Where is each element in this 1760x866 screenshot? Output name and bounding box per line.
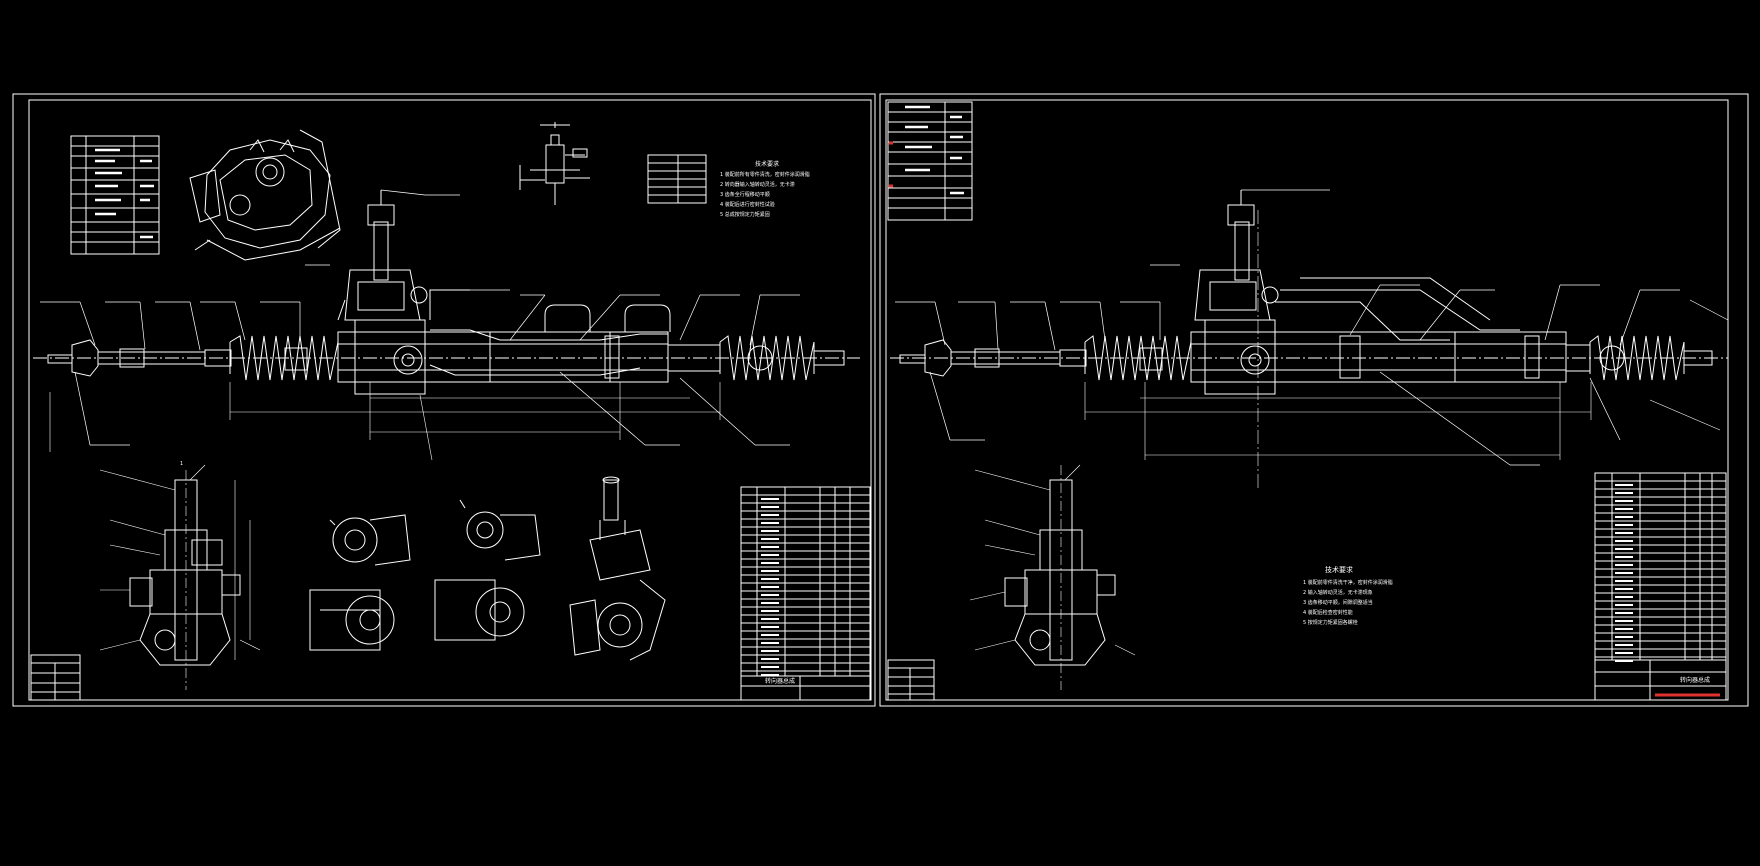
tech-notes-right: 技术要求 1 装配前零件清洗干净，密封件涂润滑脂 2 输入轴转动灵活，无卡滞现象…: [1303, 565, 1393, 626]
sheet-right-inner-border: [885, 99, 1729, 701]
tech-note-right-3: 3 齿条移动平顺，间隙调整适当: [1303, 599, 1373, 606]
steering-rack-main-view-right: [890, 189, 1729, 490]
section-view-bb: [434, 499, 541, 641]
sheet-right: 技术要求 1 装配前零件清洗干净，密封件涂润滑脂 2 输入轴转动灵活，无卡滞现象…: [879, 93, 1749, 707]
sheet-right-outer-border: [879, 93, 1749, 707]
steering-rack-main-view-left: [33, 189, 860, 461]
isometric-housing-view: [189, 129, 341, 261]
sheet-left-outer-border: [12, 93, 876, 707]
parameter-table-left: [70, 135, 160, 255]
revision-table-right: [887, 659, 935, 701]
revision-table-left: [30, 654, 81, 701]
sheet-left: 技术要求 1 装配前所有零件清洗，密封件涂润滑脂 2 转向器输入轴转动灵活，无卡…: [12, 93, 876, 707]
tech-notes-left: 技术要求 1 装配前所有零件清洗，密封件涂润滑脂 2 转向器输入轴转动灵活，无卡…: [647, 154, 810, 218]
pinion-cross-section-left: 1: [99, 461, 261, 690]
tech-note-4: 4 装配后进行密封性试验: [720, 201, 775, 208]
tech-note-right-1: 1 装配前零件清洗干净，密封件涂润滑脂: [1303, 579, 1393, 586]
callout-1-left: 1: [180, 461, 183, 467]
tech-note-3: 3 齿条全行程移动平顺: [720, 191, 770, 198]
drawing-name-left: 转向器总成: [765, 677, 795, 685]
tech-note-right-2: 2 输入轴转动灵活，无卡滞现象: [1303, 589, 1373, 596]
section-view-aa: [309, 514, 411, 651]
sheet-left-inner-border: [28, 99, 872, 701]
tech-note-1: 1 装配前所有零件清洗，密封件涂润滑脂: [720, 171, 810, 178]
tech-note-right-5: 5 按规定力矩紧固各螺栓: [1303, 619, 1358, 626]
pinion-cross-section-right: [969, 464, 1136, 690]
section-view-isometric-pinion: [569, 476, 666, 661]
tech-note-2: 2 转向器输入轴转动灵活，无卡滞: [720, 181, 795, 188]
parts-list-right: 转向器总成: [1594, 472, 1727, 701]
parameter-table-right: [887, 101, 973, 221]
tech-notes-title: 技术要求: [755, 160, 779, 168]
tech-note-right-4: 4 装配后检查密封性能: [1303, 609, 1353, 616]
tech-notes-title-right: 技术要求: [1325, 565, 1353, 574]
detail-section-small: [519, 122, 590, 205]
drawing-name-right: 转向器总成: [1680, 676, 1710, 684]
tech-note-5: 5 总成按规定力矩紧固: [720, 211, 770, 218]
parts-list-left: 转向器总成: [740, 486, 871, 701]
